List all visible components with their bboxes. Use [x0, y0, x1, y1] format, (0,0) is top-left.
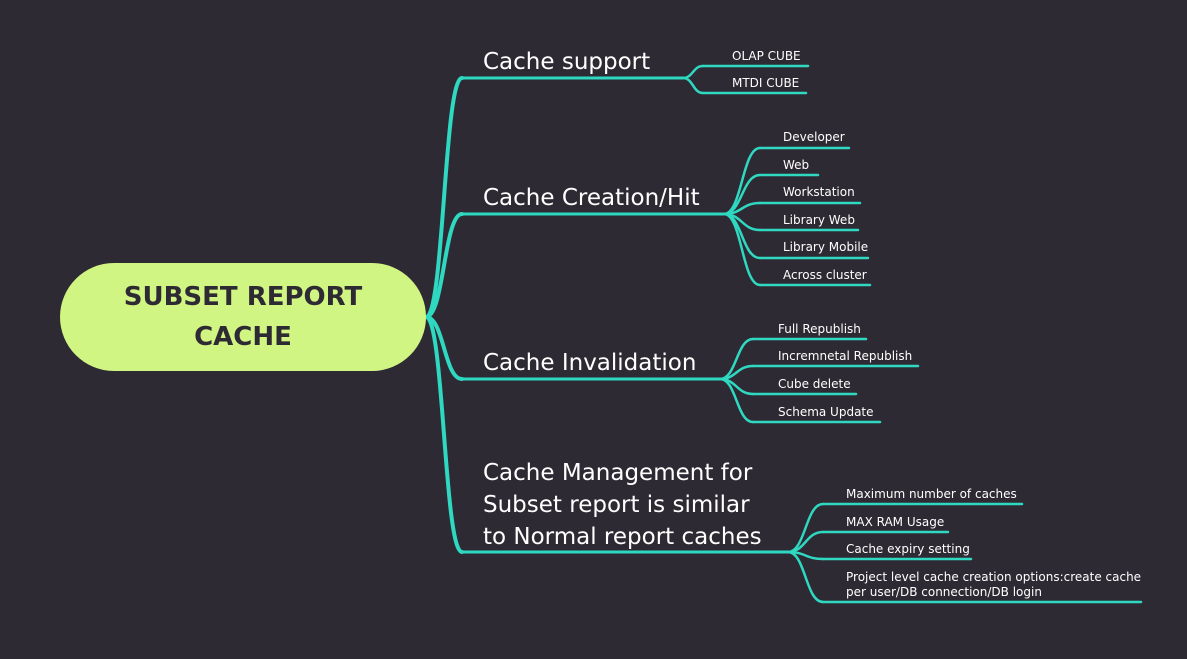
- branch-line-3: to Normal report caches: [483, 524, 762, 550]
- leaf-line-1: Project level cache creation options:cre…: [846, 570, 1142, 584]
- leaf-across-cluster[interactable]: Across cluster: [783, 268, 867, 282]
- leaf-line-2: per user/DB connection/DB login: [846, 585, 1042, 599]
- root-label: SUBSET REPORT CACHE: [123, 282, 363, 352]
- connector-root-branch-3: [424, 315, 464, 381]
- connector-branch-3-leaf-4: [718, 377, 755, 424]
- leaf-library-mobile[interactable]: Library Mobile: [783, 240, 869, 254]
- root-node[interactable]: SUBSET REPORT CACHE: [60, 263, 426, 371]
- leaf-schema-update[interactable]: Schema Update: [778, 405, 874, 419]
- leaf-olap-cube[interactable]: OLAP CUBE: [732, 49, 801, 63]
- leaf-full-republish[interactable]: Full Republish: [778, 322, 861, 336]
- connector-root-branch-2: [424, 212, 464, 319]
- leaf-project-level-options[interactable]: Project level cache creation options:cre…: [846, 570, 1141, 600]
- leaf-developer[interactable]: Developer: [783, 130, 845, 144]
- leaf-cube-delete[interactable]: Cube delete: [778, 377, 851, 391]
- connector-branch-1-leaf-2: [681, 76, 705, 95]
- connector-branch-4-leaf-4: [786, 550, 825, 604]
- branch-cache-support[interactable]: Cache support: [483, 49, 651, 75]
- connector-root-branch-4: [424, 315, 464, 554]
- leaf-web[interactable]: Web: [783, 158, 810, 172]
- connector-branch-2-leaf-3: [722, 201, 762, 216]
- leaf-max-caches[interactable]: Maximum number of caches: [846, 487, 1017, 501]
- leaf-mtdi-cube[interactable]: MTDI CUBE: [732, 76, 800, 90]
- leaf-incremental-republish[interactable]: Incremnetal Republish: [778, 349, 913, 363]
- branch-cache-management[interactable]: Cache Management for Subset report is si…: [483, 457, 762, 553]
- leaf-cache-expiry[interactable]: Cache expiry setting: [846, 542, 970, 556]
- branch-line-1: Cache Management for: [483, 460, 753, 486]
- connector-branch-2-leaf-6: [722, 212, 762, 287]
- branch-cache-creation-hit[interactable]: Cache Creation/Hit: [483, 185, 700, 211]
- connector-root-branch-1: [424, 76, 464, 319]
- leaf-max-ram[interactable]: MAX RAM Usage: [846, 515, 945, 529]
- connector-branch-1-leaf-1: [681, 64, 705, 80]
- leaf-library-web[interactable]: Library Web: [783, 213, 855, 227]
- branch-line-2: Subset report is similar: [483, 492, 750, 518]
- connector-branch-4-leaf-1: [786, 502, 825, 554]
- leaf-workstation[interactable]: Workstation: [783, 185, 855, 199]
- branch-cache-invalidation[interactable]: Cache Invalidation: [483, 350, 697, 376]
